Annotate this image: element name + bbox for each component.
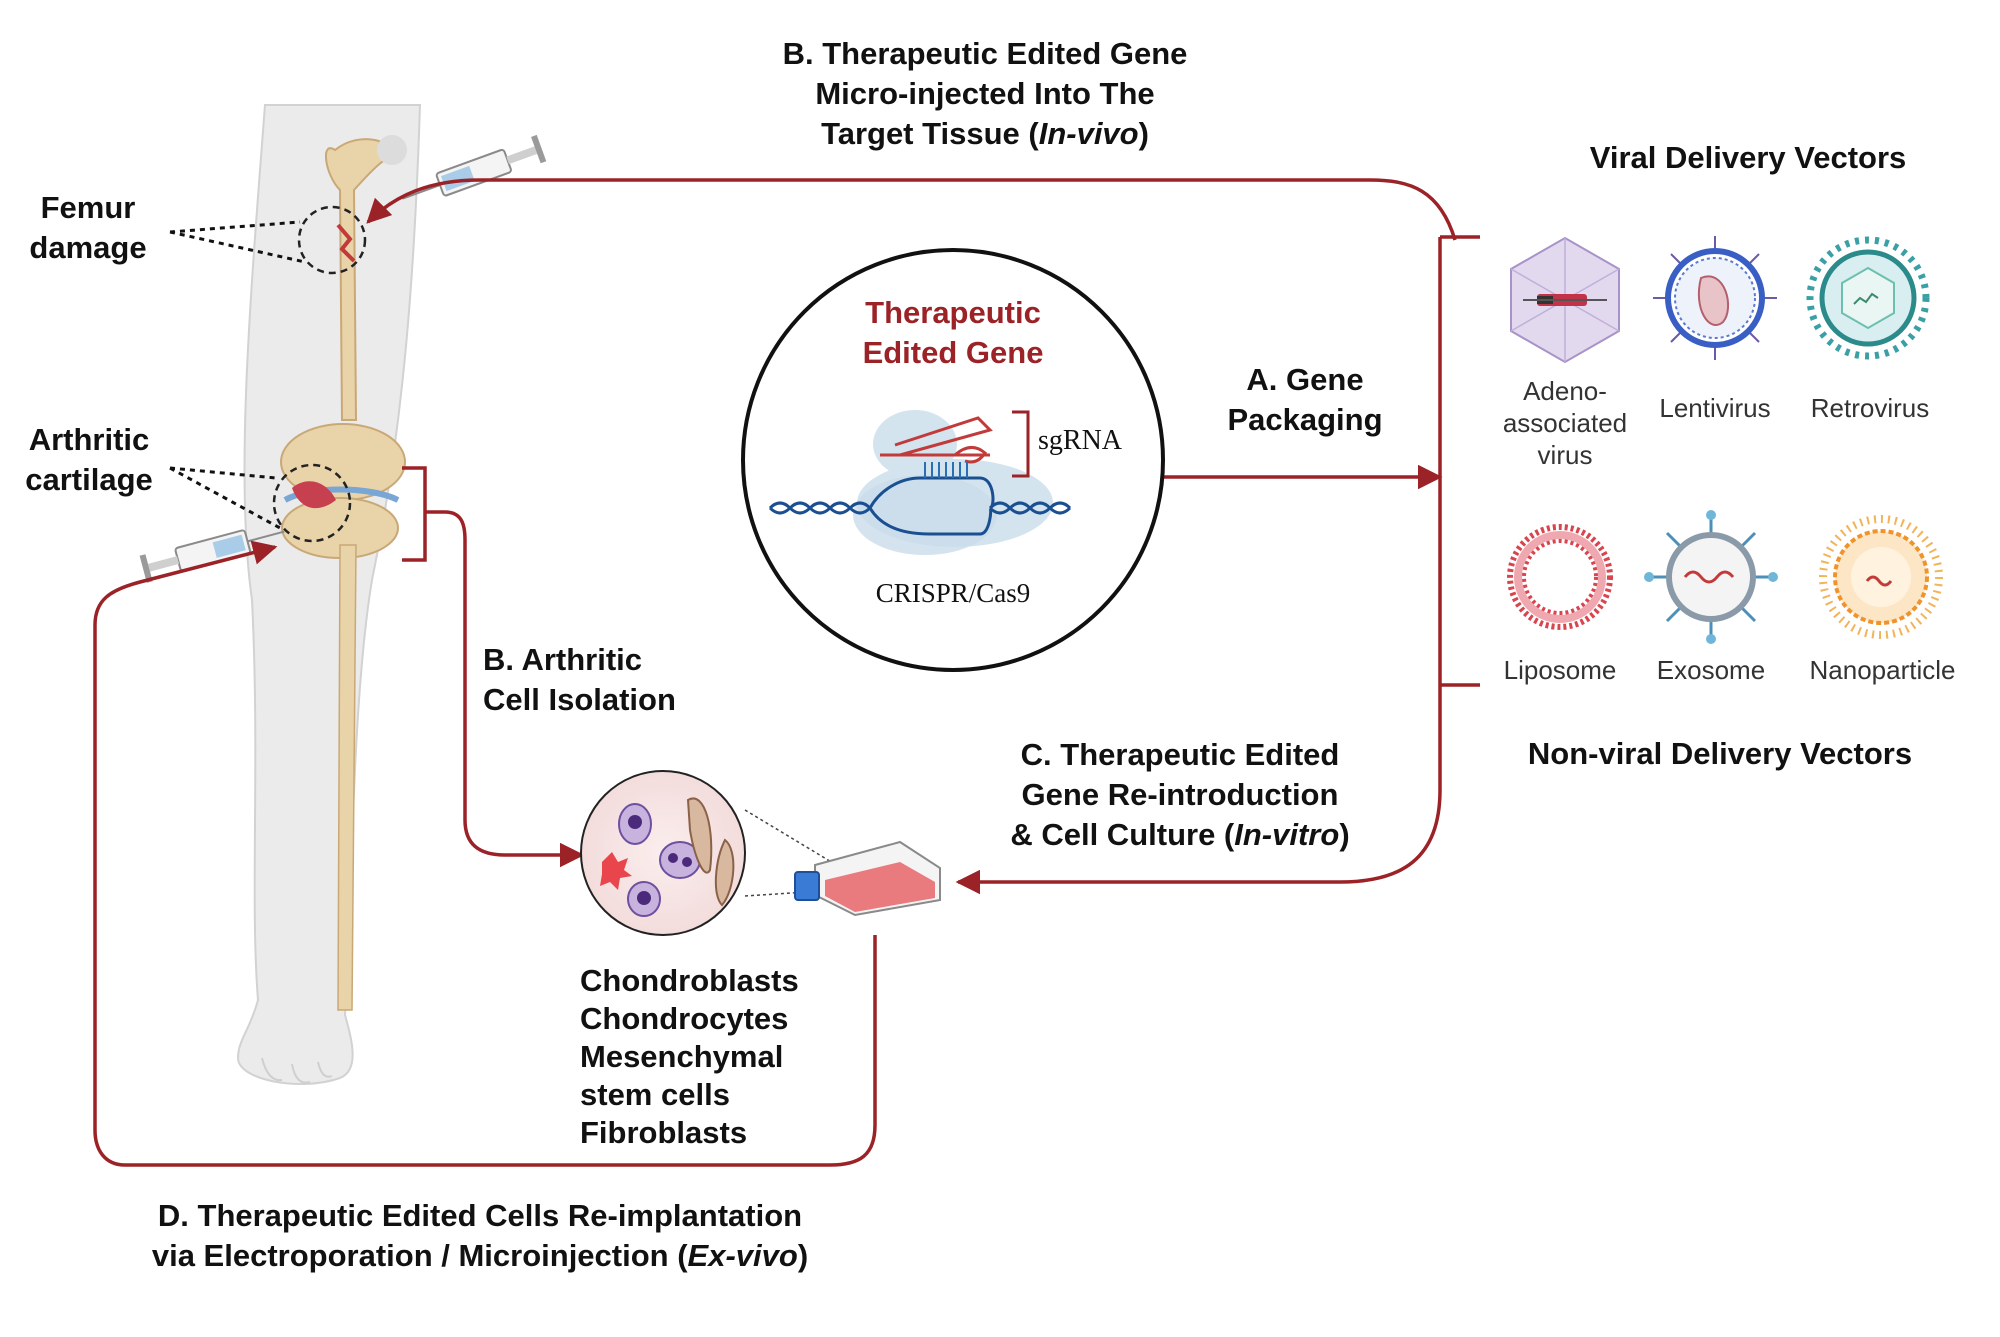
- therapeutic-gene-title: Therapeutic Edited Gene: [840, 293, 1066, 373]
- cell-type-item: Fibroblasts: [580, 1115, 748, 1150]
- retrovirus-label: Retrovirus: [1810, 393, 1930, 423]
- arrow-ex-vivo: [93, 540, 877, 1167]
- liposome-icon: [1507, 524, 1613, 630]
- crispr-cas9-label: CRISPR/Cas9: [875, 578, 1031, 608]
- gene-packaging-line1: A. Gene: [1246, 362, 1364, 397]
- arrow-in-vivo: [366, 178, 1457, 241]
- sgrna-label: sgRNA: [1038, 425, 1123, 456]
- in-vitro-label: C. Therapeutic Edited Gene Re-introducti…: [980, 735, 1380, 855]
- femur-label-line1: Femur: [40, 190, 136, 225]
- arrow-cell-isolation: [425, 510, 585, 868]
- cell-isolation-line1: B. Arthritic: [483, 642, 643, 677]
- in-vitro-line3: & Cell Culture (In-vitro): [980, 815, 1380, 855]
- nonviral-vectors-heading: Non-viral Delivery Vectors: [1527, 736, 1913, 771]
- in-vitro-line1: C. Therapeutic Edited: [1020, 737, 1340, 772]
- in-vitro-line3-end: ): [1339, 817, 1350, 852]
- in-vivo-line3-italic: In-vivo: [1038, 116, 1139, 151]
- liposome-label: Liposome: [1503, 655, 1617, 685]
- ex-vivo-line2-end: ): [797, 1238, 809, 1273]
- cartilage-marker: [272, 463, 352, 543]
- in-vivo-label: B. Therapeutic Edited Gene Micro-injecte…: [680, 34, 1290, 154]
- cell-isolation-line2: Cell Isolation: [483, 682, 676, 717]
- knee-bracket: [402, 466, 427, 562]
- lentivirus-icon: [1653, 236, 1777, 360]
- arthritic-cartilage-label: Arthritic cartilage: [14, 420, 164, 500]
- in-vivo-line2: Micro-injected Into The: [815, 76, 1155, 111]
- aav-label-line3: virus: [1537, 440, 1593, 470]
- in-vivo-line3-text: Target Tissue (: [821, 116, 1039, 151]
- cell-types-list: Chondroblasts Chondrocytes Mesenchymal s…: [580, 962, 840, 1152]
- lentivirus-label: Lentivirus: [1659, 393, 1771, 423]
- gene-title-line2: Edited Gene: [862, 335, 1044, 370]
- retrovirus-icon: [1806, 236, 1930, 360]
- cartilage-label-line2: cartilage: [25, 462, 153, 497]
- adeno-associated-virus-icon: [1510, 236, 1620, 364]
- cell-culture-circle: [580, 770, 746, 936]
- ex-vivo-label: D. Therapeutic Edited Cells Re-implantat…: [90, 1196, 870, 1276]
- in-vivo-line1: B. Therapeutic Edited Gene: [782, 36, 1188, 71]
- in-vivo-line3-end: ): [1138, 116, 1149, 151]
- nanoparticle-label: Nanoparticle: [1809, 655, 1956, 685]
- femur-bone: [324, 135, 407, 421]
- ex-vivo-line1: D. Therapeutic Edited Cells Re-implantat…: [157, 1198, 803, 1233]
- ex-vivo-line2-italic: Ex-vivo: [687, 1238, 798, 1273]
- cell-isolation-label: B. Arthritic Cell Isolation: [483, 640, 743, 720]
- gene-packaging-label: A. Gene Packaging: [1200, 360, 1410, 440]
- flow-arrows: [93, 178, 1480, 1167]
- leg-illustration: [169, 104, 422, 1085]
- viral-vectors-heading: Viral Delivery Vectors: [1589, 140, 1907, 175]
- in-vitro-line3-text: & Cell Culture (: [1010, 817, 1235, 852]
- gene-packaging-line2: Packaging: [1227, 402, 1383, 437]
- in-vitro-line2: Gene Re-introduction: [1021, 777, 1339, 812]
- femur-damage-marker: [297, 205, 367, 275]
- gene-title-line1: Therapeutic: [865, 295, 1041, 330]
- cell-type-item: Mesenchymal: [580, 1039, 784, 1074]
- crispr-circle: [741, 248, 1165, 672]
- aav-label: Adeno- associated virus: [1480, 375, 1650, 471]
- femur-label-line2: damage: [29, 230, 147, 265]
- nanoparticle-icon: [1819, 515, 1943, 639]
- cell-type-item: Chondrocytes: [580, 1001, 789, 1036]
- cell-type-item: Chondroblasts: [580, 963, 799, 998]
- cartilage-label-line1: Arthritic: [28, 422, 150, 457]
- femur-damage-label: Femur damage: [18, 188, 158, 268]
- cell-type-item: stem cells: [580, 1077, 730, 1112]
- aav-label-line2: associated: [1502, 408, 1628, 438]
- arrow-in-vitro: [955, 685, 1442, 895]
- in-vitro-line3-italic: In-vitro: [1234, 817, 1340, 852]
- ex-vivo-line2-text: via Electroporation / Microinjection (: [151, 1238, 688, 1273]
- in-vivo-line3: Target Tissue (In-vivo): [680, 114, 1290, 154]
- culture-flask-icon: [794, 840, 941, 917]
- aav-label-line1: Adeno-: [1523, 376, 1607, 406]
- syringe-icon: [402, 134, 547, 200]
- ex-vivo-line2: via Electroporation / Microinjection (Ex…: [90, 1236, 870, 1276]
- exosome-label: Exosome: [1656, 655, 1766, 685]
- exosome-icon: [1644, 510, 1778, 644]
